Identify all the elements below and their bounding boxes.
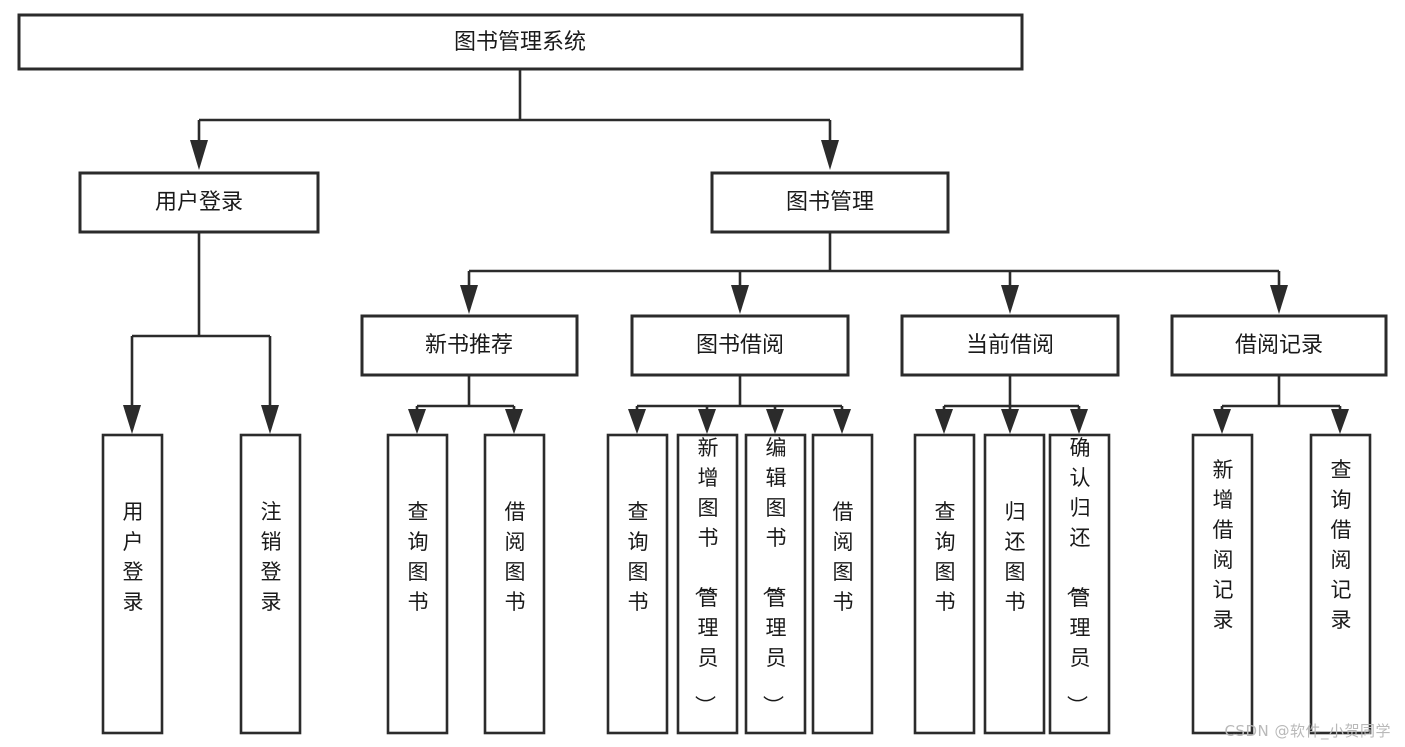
arrow-to-leaf-user-logout (261, 405, 279, 434)
leaf-cb-confirm-label: 确认归还（管理员） (1065, 436, 1091, 716)
leaf-nbr-borrow[interactable]: 借阅图书 (483, 433, 546, 735)
book-borrow-label: 图书借阅 (696, 333, 784, 358)
leaf-bb-query[interactable]: 查询图书 (606, 433, 669, 735)
new-book-rec-box[interactable] (360, 314, 579, 377)
leaf-user-login-box[interactable] (101, 433, 164, 735)
current-borrow-label: 当前借阅 (966, 333, 1054, 358)
leaf-br-query[interactable]: 查询借阅记录 (1309, 433, 1372, 735)
arrow-to-leaf-user-login (123, 405, 141, 434)
leaf-nbr-borrow-label: 借阅图书 (505, 500, 526, 614)
node-user-login[interactable]: 用户登录 (78, 171, 320, 234)
connector-current-borrow-bus (935, 375, 1088, 434)
leaf-cb-query-box[interactable] (913, 433, 976, 735)
borrow-record-label: 借阅记录 (1235, 333, 1323, 358)
leaf-cb-return-box[interactable] (983, 433, 1046, 735)
leaf-cb-confirm[interactable]: 确认归还（管理员） (1048, 433, 1111, 735)
leaf-user-login[interactable]: 用户登录 (101, 433, 164, 735)
leaf-cb-return[interactable]: 归还图书 (983, 433, 1046, 735)
root-box[interactable] (17, 13, 1024, 71)
leaf-user-logout[interactable]: 注销登录 (239, 433, 302, 735)
arrow-to-leaf-cb-return (1001, 409, 1019, 434)
arrow-to-leaf-br-query (1331, 409, 1349, 434)
connector-book-borrow-bus (628, 375, 851, 434)
csdn-watermark: CSDN @软件_小贺同学 (1224, 722, 1391, 740)
node-borrow-record[interactable]: 借阅记录 (1170, 314, 1388, 377)
leaf-nbr-query-label: 查询图书 (408, 500, 429, 614)
arrow-to-leaf-cb-confirm (1070, 409, 1088, 434)
connector-user-login-bus (123, 232, 279, 434)
current-borrow-box[interactable] (900, 314, 1120, 377)
leaf-br-add-label: 新增借阅记录 (1213, 458, 1234, 632)
node-root[interactable]: 图书管理系统 (17, 13, 1024, 71)
leaf-cb-confirm-box[interactable] (1048, 433, 1111, 735)
leaf-br-add[interactable]: 新增借阅记录 (1191, 433, 1254, 735)
leaf-br-query-box[interactable] (1309, 433, 1372, 735)
arrow-to-leaf-bb-query (628, 409, 646, 434)
arrow-to-leaf-cb-query (935, 409, 953, 434)
leaf-cb-query-label: 查询图书 (935, 500, 956, 614)
arrow-to-user-login (190, 140, 208, 170)
leaf-bb-query-box[interactable] (606, 433, 669, 735)
leaf-bb-borrow[interactable]: 借阅图书 (811, 433, 874, 735)
arrow-to-leaf-br-add (1213, 409, 1231, 434)
leaf-cb-return-label: 归还图书 (1005, 500, 1026, 614)
leaf-user-login-label: 用户登录 (123, 500, 144, 614)
leaf-bb-add-box[interactable] (676, 433, 739, 735)
node-current-borrow[interactable]: 当前借阅 (900, 314, 1120, 377)
node-book-manage[interactable]: 图书管理 (710, 171, 950, 234)
arrow-to-leaf-bb-edit (766, 409, 784, 434)
leaf-nbr-borrow-box[interactable] (483, 433, 546, 735)
leaf-bb-borrow-label: 借阅图书 (833, 500, 854, 614)
user-login-label: 用户登录 (155, 190, 243, 215)
leaf-br-add-box[interactable] (1191, 433, 1254, 735)
connector-new-book-rec-bus (408, 375, 523, 434)
arrow-to-leaf-bb-borrow (833, 409, 851, 434)
user-login-box[interactable] (78, 171, 320, 234)
arrow-to-leaf-nbr-borrow (505, 409, 523, 434)
node-new-book-rec[interactable]: 新书推荐 (360, 314, 579, 377)
connector-borrow-record-bus (1213, 375, 1349, 434)
leaf-bb-edit[interactable]: 编辑图书（管理员） (744, 433, 807, 735)
arrow-to-new-book-rec (460, 285, 478, 314)
arrow-to-leaf-nbr-query (408, 409, 426, 434)
new-book-rec-label: 新书推荐 (425, 333, 513, 358)
arrow-to-book-manage (821, 140, 839, 170)
leaf-user-logout-label: 注销登录 (261, 500, 282, 614)
leaf-cb-query[interactable]: 查询图书 (913, 433, 976, 735)
arrow-to-borrow-record (1270, 285, 1288, 314)
leaf-bb-edit-box[interactable] (744, 433, 807, 735)
leaf-nbr-query-box[interactable] (386, 433, 449, 735)
arrow-to-current-borrow (1001, 285, 1019, 314)
leaf-bb-add-label: 新增图书（管理员） (693, 436, 719, 716)
connector-book-manage-bus (460, 232, 1288, 314)
arrow-to-leaf-bb-add (698, 409, 716, 434)
leaf-bb-query-label: 查询图书 (628, 500, 649, 614)
leaf-bb-add[interactable]: 新增图书（管理员） (676, 433, 739, 735)
leaf-nbr-query[interactable]: 查询图书 (386, 433, 449, 735)
leaf-bb-edit-label: 编辑图书（管理员） (761, 436, 787, 716)
arrow-to-book-borrow (731, 285, 749, 314)
node-book-borrow[interactable]: 图书借阅 (630, 314, 850, 377)
connector-root-bus (190, 69, 839, 170)
leaf-user-logout-box[interactable] (239, 433, 302, 735)
root-label: 图书管理系统 (454, 30, 586, 55)
leaf-br-query-label: 查询借阅记录 (1331, 458, 1352, 632)
leaf-bb-borrow-box[interactable] (811, 433, 874, 735)
book-manage-label: 图书管理 (786, 190, 874, 215)
